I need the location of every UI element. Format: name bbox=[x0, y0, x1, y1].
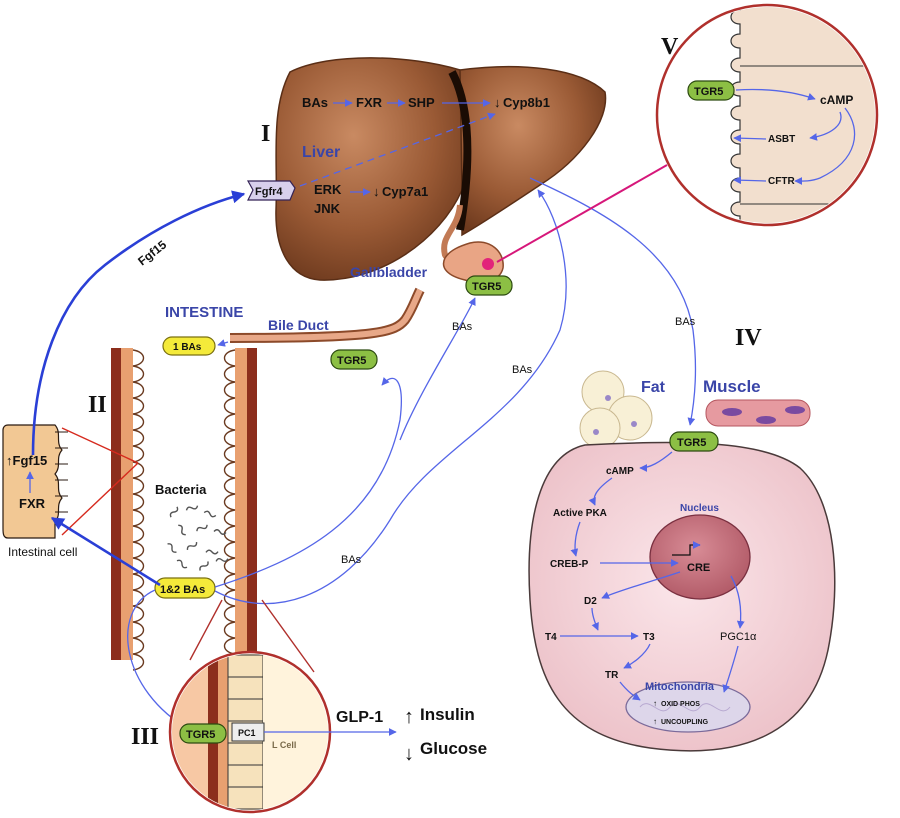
iv-camp: cAMP bbox=[606, 466, 634, 477]
fgfr4-label: Fgfr4 bbox=[255, 186, 283, 198]
intestine-tgr5: TGR5 bbox=[330, 349, 378, 370]
intestine-tube bbox=[111, 348, 257, 671]
primary-bas-pill: 1 BAs bbox=[162, 336, 216, 356]
svg-text:TGR5: TGR5 bbox=[186, 729, 215, 741]
nucleus bbox=[649, 514, 751, 600]
bas-flow-label-b: BAs bbox=[512, 364, 533, 376]
biliary-tract bbox=[229, 204, 504, 343]
iv-pgc1a: PGC1α bbox=[720, 631, 757, 643]
bacterium bbox=[213, 529, 227, 535]
bacterium bbox=[167, 543, 177, 553]
bile-duct-label: Bile Duct bbox=[268, 317, 329, 333]
iv-mitochondria-label: Mitochondria bbox=[645, 681, 715, 693]
muscle-fiber bbox=[705, 399, 811, 427]
target-cell bbox=[528, 441, 836, 752]
iv-nucleus-label: Nucleus bbox=[680, 503, 719, 514]
iv-uncoupling: UNCOUPLING bbox=[661, 719, 709, 726]
intestinal-cell-caption: Intestinal cell bbox=[8, 545, 77, 559]
pc1-label: PC1 bbox=[238, 728, 256, 738]
iv-creb-p: CREB-P bbox=[550, 559, 589, 570]
numeral-v: V bbox=[661, 34, 679, 60]
bacterium bbox=[203, 510, 217, 518]
liver-fissure bbox=[448, 70, 472, 231]
muscle-label: Muscle bbox=[703, 377, 761, 396]
glp1-label: GLP-1 bbox=[336, 709, 383, 726]
mitochondria-shape bbox=[625, 681, 751, 733]
svg-text:1&2 BAs: 1&2 BAs bbox=[160, 584, 205, 596]
iv-tr: TR bbox=[605, 670, 619, 681]
liver-bas: BAs bbox=[302, 95, 328, 110]
bacteria bbox=[167, 505, 229, 571]
svg-text:TGR5: TGR5 bbox=[337, 355, 366, 367]
bas-flow-label-iv: BAs bbox=[675, 316, 696, 328]
panel-v-asbt: ASBT bbox=[768, 134, 795, 145]
fat-label: Fat bbox=[641, 379, 666, 396]
bas-flow-label-a: BAs bbox=[452, 321, 473, 333]
svg-text:1 BAs: 1 BAs bbox=[173, 342, 202, 353]
bacterium bbox=[176, 559, 188, 569]
fgfr4-receptor: Fgfr4 bbox=[246, 180, 296, 201]
oxid-up: ↑ bbox=[653, 699, 657, 708]
panel-iv-tgr5: TGR5 bbox=[669, 431, 719, 452]
glucose-label: Glucose bbox=[420, 739, 487, 758]
bacterium bbox=[185, 505, 199, 511]
panel-v-tgr5: TGR5 bbox=[687, 80, 735, 101]
liver-erk: ERK bbox=[314, 182, 342, 197]
bacterium bbox=[196, 524, 208, 532]
bacterium bbox=[215, 557, 229, 563]
numeral-ii: II bbox=[88, 392, 107, 418]
numeral-iv: IV bbox=[735, 325, 762, 351]
primary-secondary-bas-pill: 1&2 BAs bbox=[154, 577, 216, 599]
bacteria-label: Bacteria bbox=[155, 482, 207, 497]
gallbladder-shape bbox=[442, 241, 504, 283]
liver-jnk: JNK bbox=[314, 201, 341, 216]
panel-v-camp: cAMP bbox=[820, 93, 853, 107]
panel-v bbox=[655, 3, 879, 227]
bas-flow-label-c: BAs bbox=[341, 554, 362, 566]
liver-fxr: FXR bbox=[356, 95, 383, 110]
svg-text:TGR5: TGR5 bbox=[694, 86, 723, 98]
iv-oxid-phos: OXID PHOS bbox=[661, 701, 700, 708]
cyp8b1-down: ↓ bbox=[494, 95, 501, 110]
bacterium bbox=[186, 542, 198, 550]
insulin-up: ↑ bbox=[404, 706, 414, 728]
bacterium bbox=[199, 561, 209, 571]
liver-shp: SHP bbox=[408, 95, 435, 110]
panel-v-cftr: CFTR bbox=[768, 176, 795, 187]
bacterium bbox=[178, 524, 186, 536]
cell-fgf15: ↑Fgf15 bbox=[6, 453, 47, 468]
glucose-down: ↓ bbox=[404, 743, 414, 765]
iv-t3: T3 bbox=[643, 632, 655, 643]
cell-fxr: FXR bbox=[19, 496, 46, 511]
gallbladder-label: Gallbladder bbox=[350, 264, 428, 280]
liver-left-lobe bbox=[275, 57, 471, 281]
bacterium bbox=[205, 549, 219, 555]
fgf15-route-label: Fgf15 bbox=[135, 237, 169, 268]
numeral-i: I bbox=[261, 121, 270, 147]
iv-cre: CRE bbox=[687, 562, 710, 574]
bacterium bbox=[169, 506, 179, 518]
gallbladder-tgr5: TGR5 bbox=[465, 275, 513, 296]
svg-text:TGR5: TGR5 bbox=[677, 437, 706, 449]
liver-right-lobe bbox=[459, 65, 607, 237]
fat-cells bbox=[579, 370, 653, 449]
insulin-label: Insulin bbox=[420, 705, 475, 724]
liver-cyp7a1: Cyp7a1 bbox=[382, 184, 428, 199]
iv-active-pka: Active PKA bbox=[553, 508, 607, 519]
svg-text:TGR5: TGR5 bbox=[472, 281, 501, 293]
l-cell-label: L Cell bbox=[272, 740, 296, 750]
liver-title: Liver bbox=[302, 144, 340, 161]
liver-cyp8b1: Cyp8b1 bbox=[503, 95, 550, 110]
intestinal-cell: ↑Fgf15 FXR bbox=[2, 424, 68, 539]
uncoupling-up: ↑ bbox=[653, 717, 657, 726]
iv-t4: T4 bbox=[545, 632, 557, 643]
numeral-iii: III bbox=[131, 724, 159, 750]
iv-d2: D2 bbox=[584, 596, 597, 607]
liver bbox=[275, 57, 607, 281]
panel-iii-tgr5: TGR5 bbox=[179, 723, 227, 744]
intestine-title: INTESTINE bbox=[165, 304, 243, 321]
gallbladder-tgr5-spot bbox=[482, 258, 494, 270]
cyp7a1-down: ↓ bbox=[373, 184, 380, 199]
